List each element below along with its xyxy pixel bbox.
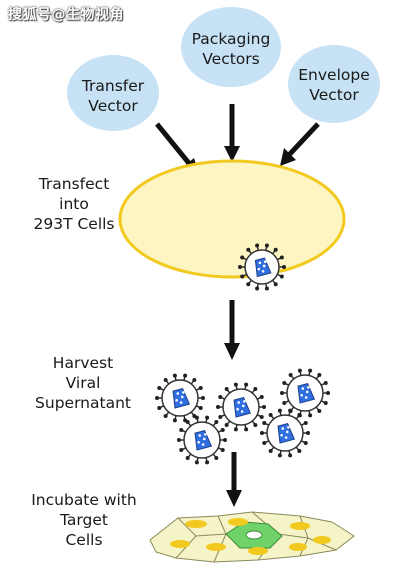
packaging-vectors-label-line2: Vectors xyxy=(202,50,259,68)
transfect-step-label: Transfect into 293T Cells xyxy=(33,175,114,233)
target-nucleus xyxy=(289,543,307,551)
packaging-vectors-label-line1: Packaging xyxy=(192,30,271,48)
harvest-to-incubate-arrow xyxy=(226,452,242,507)
virion-4 xyxy=(177,415,227,465)
packaging-vectors-bubble: Packaging Vectors xyxy=(181,7,281,87)
harvest-label-line3: Supernatant xyxy=(35,394,131,412)
envelope-vector-label-line1: Envelope xyxy=(298,66,370,84)
transfer-vector-bubble: Transfer Vector xyxy=(67,55,159,131)
incubate-label-line1: Incubate with xyxy=(31,491,137,509)
target-nucleus xyxy=(248,547,268,555)
target-nucleus xyxy=(206,543,226,551)
arrow-packaging-head xyxy=(224,146,240,162)
target-nucleus xyxy=(290,522,310,530)
harvest-step-label: Harvest Viral Supernatant xyxy=(35,354,131,412)
envelope-vector-label-line2: Vector xyxy=(309,86,359,104)
transfect-label-line2: into xyxy=(59,195,89,213)
watermark-text: 搜狐号@生物视角 xyxy=(8,7,124,23)
cell-to-harvest-arrow xyxy=(224,300,240,360)
transfer-vector-label-line1: Transfer xyxy=(81,77,145,95)
target-cell-monolayer xyxy=(149,511,355,563)
transfer-vector-label-line2: Vector xyxy=(88,97,138,115)
transfect-label-line1: Transfect xyxy=(38,175,110,193)
viral-supernatant-virions xyxy=(155,368,330,465)
envelope-vector-bubble: Envelope Vector xyxy=(288,45,380,123)
infected-nucleus xyxy=(245,530,263,540)
harvest-label-line1: Harvest xyxy=(53,354,113,372)
incubate-step-label: Incubate with Target Cells xyxy=(31,491,137,549)
virion-1 xyxy=(155,373,205,423)
transfect-label-line3: 293T Cells xyxy=(33,215,114,233)
virion-3 xyxy=(280,368,330,418)
arrow-envelope-head xyxy=(280,148,296,166)
target-nucleus xyxy=(228,518,248,526)
target-nucleus xyxy=(313,536,331,544)
budding-virion xyxy=(238,243,286,291)
incubate-label-line3: Cells xyxy=(65,531,102,549)
arrow-transfer xyxy=(155,122,194,169)
arrow-envelope xyxy=(286,122,320,158)
producer-293t-cell xyxy=(118,159,346,279)
harvest-label-line2: Viral xyxy=(66,374,101,392)
budding-virion-particle xyxy=(238,243,286,291)
virion-5 xyxy=(260,408,310,458)
incubate-label-line2: Target xyxy=(59,511,108,529)
target-nucleus xyxy=(185,520,207,528)
virion-2 xyxy=(216,382,266,432)
target-nucleus xyxy=(170,540,190,548)
